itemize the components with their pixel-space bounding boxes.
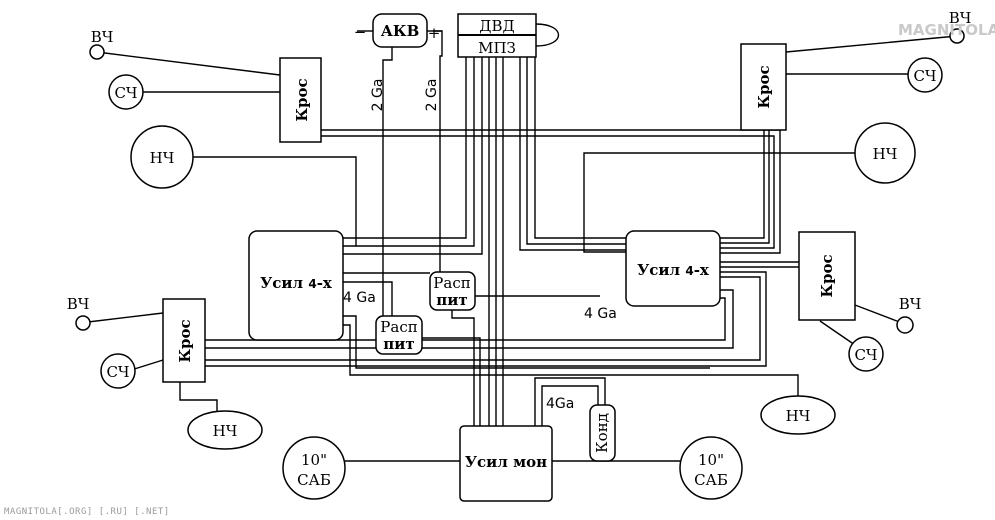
svg-text:Усил 4-х: Усил 4-х — [637, 261, 710, 279]
distribution-top-line2: пит — [436, 291, 467, 309]
tweeter-top-right-label: ВЧ — [949, 9, 972, 27]
power-gauge-minus: 2 Ga — [370, 79, 386, 112]
amplifier-4ch-left: Усил 4-х — [248, 230, 344, 341]
head-unit-top-label: ДВД — [479, 17, 514, 35]
battery-minus: − — [354, 23, 367, 41]
amp-left-gauge: 4 Ga — [343, 290, 376, 306]
mid-right-label: СЧ — [854, 346, 877, 364]
low-top-left-label: НЧ — [150, 149, 175, 167]
wires — [87, 23, 958, 462]
tweeter-top-left-label: ВЧ — [91, 28, 114, 46]
tweeter-bottom-left: ВЧ — [67, 295, 91, 331]
low-top-left: НЧ — [130, 125, 194, 189]
amp-left-suffix: -х — [317, 274, 333, 292]
amplifier-4ch-right: Усил 4-х — [625, 230, 721, 307]
distribution-top-line1: Расп — [433, 274, 470, 292]
watermark-text: MAGNITOLA[.ORG] [.RU] [.NET] — [4, 507, 170, 517]
low-bottom-left: НЧ — [187, 410, 263, 450]
tweeter-right: ВЧ — [896, 295, 922, 334]
low-bottom-right-label: НЧ — [786, 407, 811, 425]
watermark-logo: MAGNITOLA — [898, 21, 995, 39]
capacitor-label: Конд — [593, 413, 611, 453]
subwoofer-right: 10" САБ — [679, 436, 743, 500]
mid-top-left-label: СЧ — [114, 84, 137, 102]
crossover-right: Крос — [798, 231, 856, 321]
tweeter-right-label: ВЧ — [899, 295, 922, 313]
tweeter-top-right: ВЧ — [949, 9, 972, 44]
amp-right-gauge: 4 Ga — [584, 306, 617, 322]
subwoofer-left-size: 10" — [301, 451, 327, 469]
amplifier-mono: Усил мон — [459, 425, 553, 502]
crossover-bottom-left-label: Крос — [176, 319, 194, 362]
subwoofer-right-label: САБ — [694, 471, 728, 489]
crossover-right-label: Крос — [818, 254, 836, 297]
cap-gauge: 4Ga — [546, 396, 574, 412]
battery-label: АКВ — [381, 22, 420, 40]
mid-bottom-left: СЧ — [100, 353, 136, 389]
amp-right-label: Усил — [637, 261, 685, 279]
mid-top-left: СЧ — [108, 74, 144, 110]
distribution-bottom-line1: Расп — [380, 318, 417, 336]
tweeter-bottom-left-label: ВЧ — [67, 295, 90, 313]
amp-right-suffix: -х — [694, 261, 710, 279]
crossover-top-left: Крос — [279, 57, 322, 143]
amp-left-label: Усил — [260, 274, 308, 292]
distribution-block-bottom: Расп пит — [375, 315, 423, 355]
low-top-right-label: НЧ — [873, 145, 898, 163]
tweeter-top-left: ВЧ — [89, 28, 114, 60]
low-bottom-left-label: НЧ — [213, 422, 238, 440]
crossover-top-right: Крос — [740, 43, 787, 131]
low-bottom-right: НЧ — [760, 395, 836, 435]
subwoofer-left-label: САБ — [297, 471, 331, 489]
crossover-top-left-label: Крос — [293, 78, 311, 121]
head-unit: ДВД МПЗ — [457, 13, 537, 58]
distribution-block-top: Расп пит — [429, 271, 476, 311]
mid-top-right: СЧ — [907, 57, 943, 93]
amp-right-num: 4 — [685, 264, 693, 278]
mid-bottom-left-label: СЧ — [106, 363, 129, 381]
amp-left-num: 4 — [308, 277, 316, 291]
power-gauge-plus: 2 Ga — [424, 79, 440, 112]
amp-mono-label: Усил мон — [465, 453, 547, 471]
capacitor: Конд — [589, 404, 616, 462]
battery-plus: + — [428, 24, 441, 42]
crossover-bottom-left: Крос — [162, 298, 206, 383]
mid-right: СЧ — [848, 336, 884, 372]
subwoofer-left: 10" САБ — [282, 436, 346, 500]
svg-text:Усил 4-х: Усил 4-х — [260, 274, 333, 292]
low-top-right: НЧ — [854, 122, 916, 184]
mid-top-right-label: СЧ — [913, 67, 936, 85]
subwoofer-right-size: 10" — [698, 451, 724, 469]
crossover-top-right-label: Крос — [755, 65, 773, 108]
battery: − АКВ + — [354, 13, 441, 48]
battery-box — [372, 13, 428, 48]
distribution-bottom-line2: пит — [383, 335, 414, 353]
head-unit-bottom-label: МПЗ — [478, 39, 516, 57]
